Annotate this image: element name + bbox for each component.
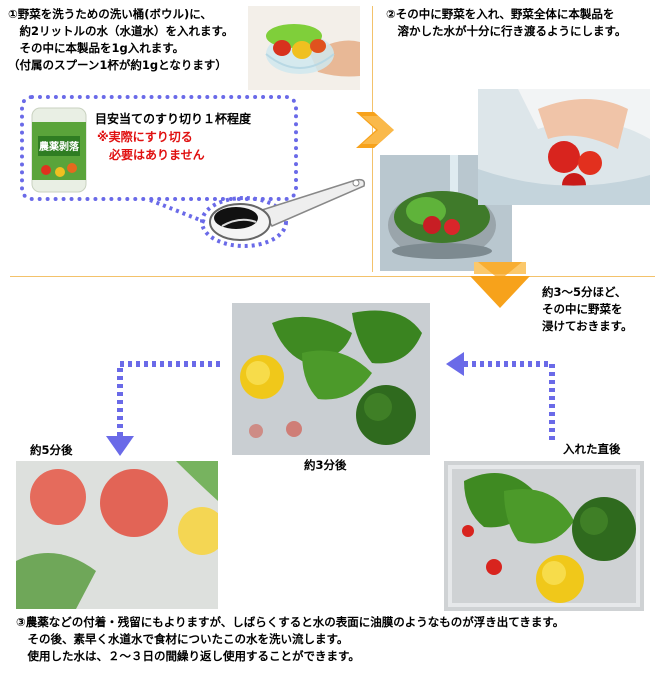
soak-line: 浸けておきます。 (542, 319, 633, 333)
step3-line: ③農薬などの付着・残留にもよりますが、しばらくすると水の表面に油膜のようなものが… (16, 615, 565, 629)
five-minutes-photo (16, 461, 218, 609)
left-label: 約5分後 (30, 443, 73, 457)
jar-label: 農薬剥落 (39, 140, 80, 153)
horizontal-divider (10, 276, 655, 277)
step1-line: （付属のスプーン1杯が約1gとなります） (8, 58, 227, 72)
step2-text: ②その中に野菜を入れ、野菜全体に本製品を 溶かした水が十分に行き渡るようにします… (386, 6, 626, 40)
callout-text: 目安当てのすり切り１杯程度 ※実際にすり切る 必要はありません (95, 110, 251, 164)
callout-note: ※実際にすり切る (97, 130, 193, 144)
soak-line: 約3～5分ほど、 (542, 285, 627, 299)
step3-text: ③農薬などの付着・残留にもよりますが、しばらくすると水の表面に油膜のようなものが… (16, 614, 564, 665)
rinsing-photo (478, 89, 650, 205)
step1-line: 約2リットルの水（水道水）を入れます。 (8, 24, 234, 38)
step3-line: その後、素早く水道水で食材についたこの水を洗い流します。 (16, 632, 349, 646)
step1-line: ①野菜を洗うための洗い桶(ボウル)に、 (8, 7, 212, 21)
three-minutes-photo (232, 303, 430, 455)
step2-line: 溶かした水が十分に行き渡るようにします。 (386, 24, 627, 38)
step1-text: ①野菜を洗うための洗い桶(ボウル)に、 約2リットルの水（水道水）を入れます。 … (8, 6, 233, 74)
step3-line: 使用した水は、２～３日の間繰り返し使用することができます。 (16, 649, 360, 663)
step1-line: その中に本製品を1g入れます。 (8, 41, 185, 55)
dosage-callout (20, 95, 298, 201)
middle-label: 約3分後 (304, 458, 347, 472)
product-jar-image: 農薬剥落 (28, 102, 90, 196)
soak-line: その中に野菜を (542, 302, 623, 316)
bowl-photo (248, 6, 360, 90)
just-after-photo (444, 461, 644, 611)
step2-line: ②その中に野菜を入れ、野菜全体に本製品を (386, 7, 615, 21)
callout-note: 必要はありません (109, 148, 205, 162)
soak-text: 約3～5分ほど、 その中に野菜を 浸けておきます。 (542, 284, 633, 335)
colander-photo (380, 155, 512, 271)
callout-line: 目安当てのすり切り１杯程度 (95, 112, 252, 126)
right-label: 入れた直後 (563, 442, 621, 456)
